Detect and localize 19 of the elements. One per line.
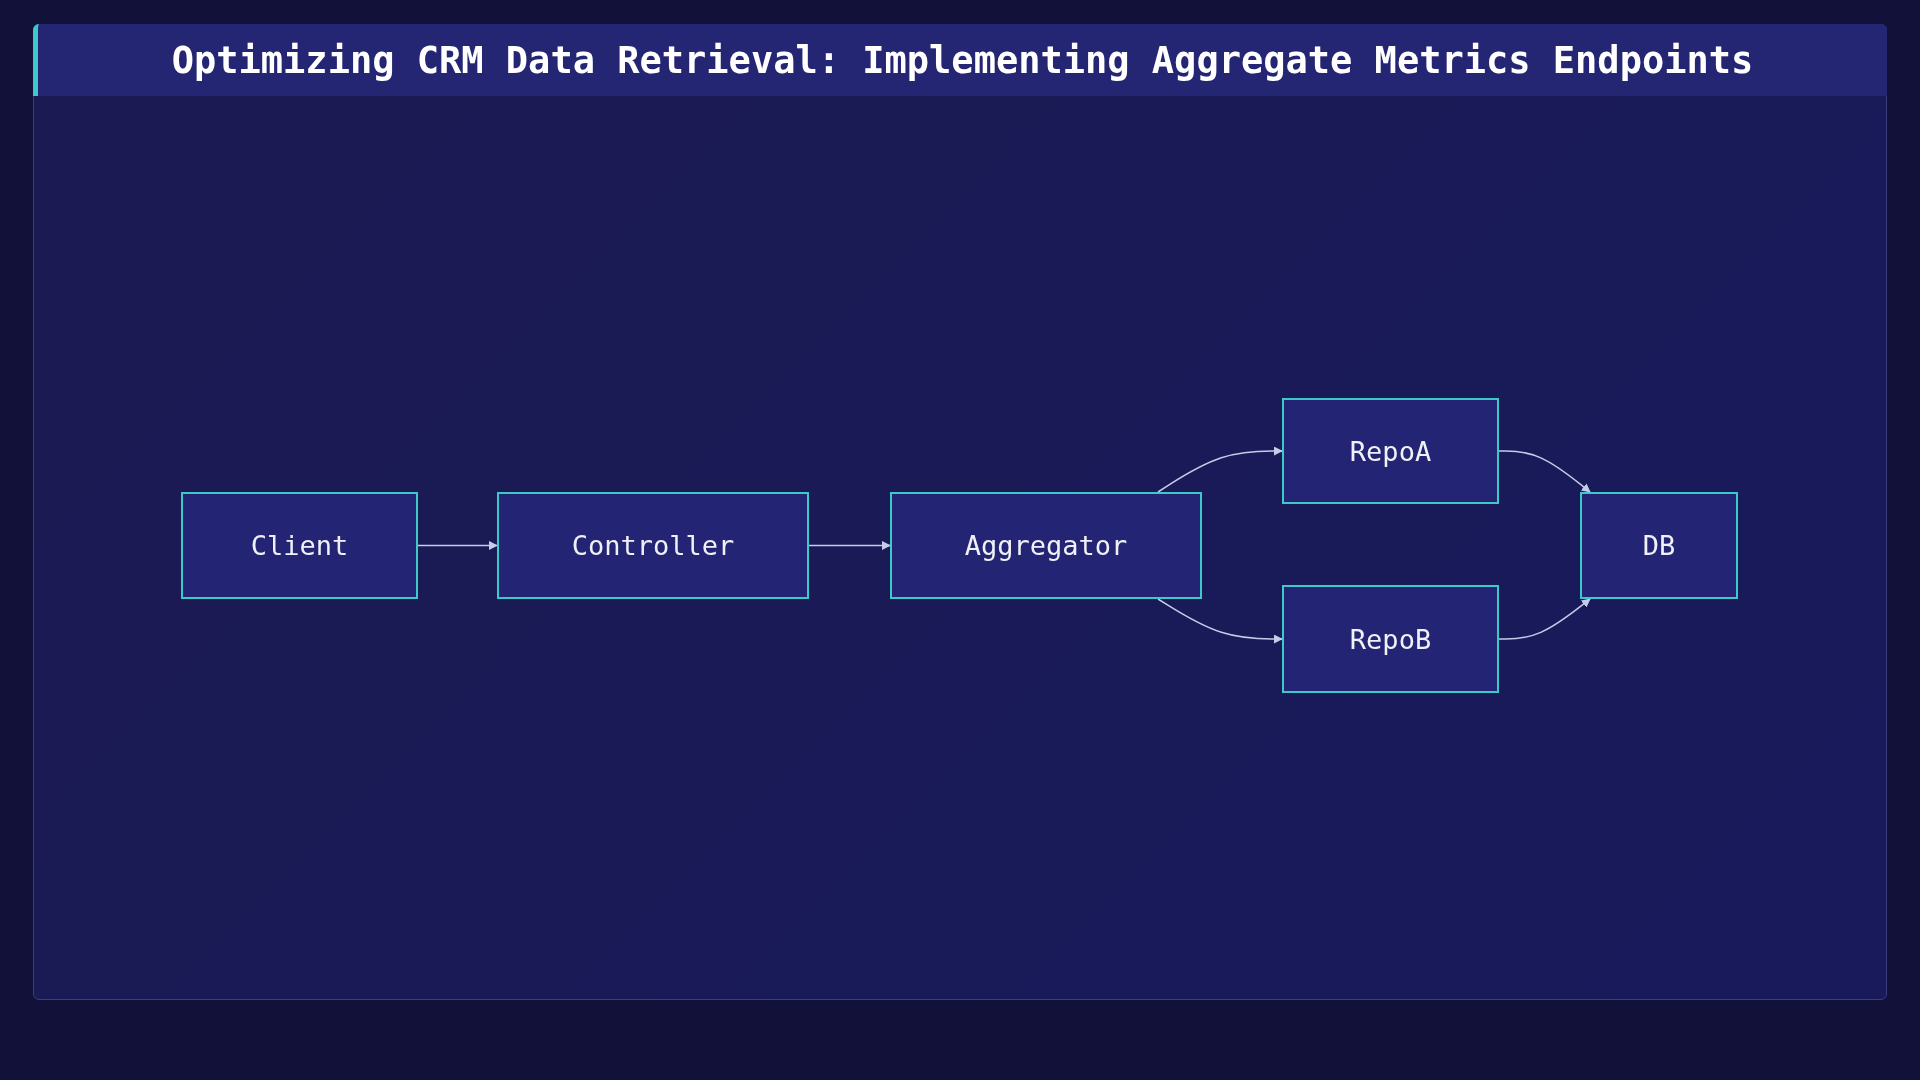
process-box [1580, 492, 1738, 599]
process-box [497, 492, 809, 599]
node-label: RepoA [1349, 435, 1432, 467]
arrow [417, 541, 498, 550]
node-label: Controller [571, 530, 735, 561]
arrow [1498, 598, 1591, 640]
process-box [1282, 398, 1499, 504]
title: Optimizing CRM Data Retrieval: Implementing Aggregate Metrics Endpoints [171, 38, 1754, 82]
arrow [1157, 446, 1283, 493]
process-box [890, 492, 1202, 599]
process-box [1282, 585, 1499, 693]
arrow [808, 541, 891, 550]
arrow [1157, 598, 1283, 644]
node-label: RepoB [1349, 623, 1432, 655]
node-label: DB [1642, 530, 1676, 561]
node-label: Client [250, 530, 349, 561]
process-box [181, 492, 418, 599]
node-label: Aggregator [964, 530, 1128, 561]
arrow [1498, 450, 1591, 493]
